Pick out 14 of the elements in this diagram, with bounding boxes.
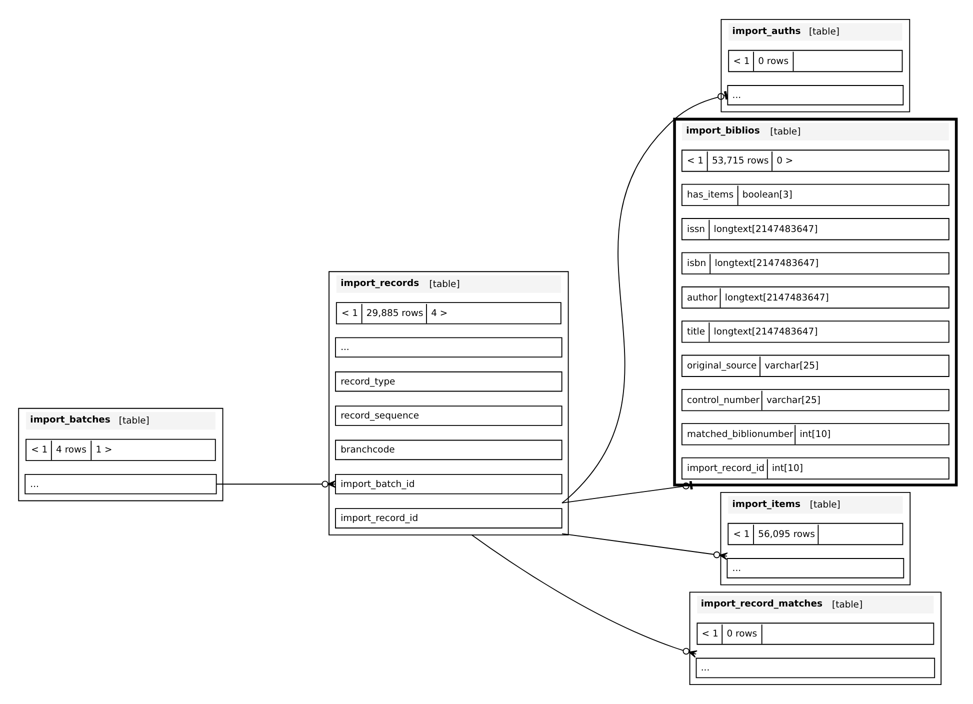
node-box: ... [726,85,904,106]
node-box: import_record_id [334,508,562,528]
connector [561,533,728,560]
node-box: import_batch_id [334,474,562,494]
node-box: ... [695,658,935,678]
node-box: ... [334,337,562,358]
node-box: ... [726,558,904,578]
connector [470,534,697,658]
node-box: record_type [334,371,562,392]
node-box: ... [24,474,216,494]
connector [215,480,336,488]
connector [560,90,728,504]
node-box: record_sequence [334,406,562,426]
node-box: branchcode [334,440,562,460]
